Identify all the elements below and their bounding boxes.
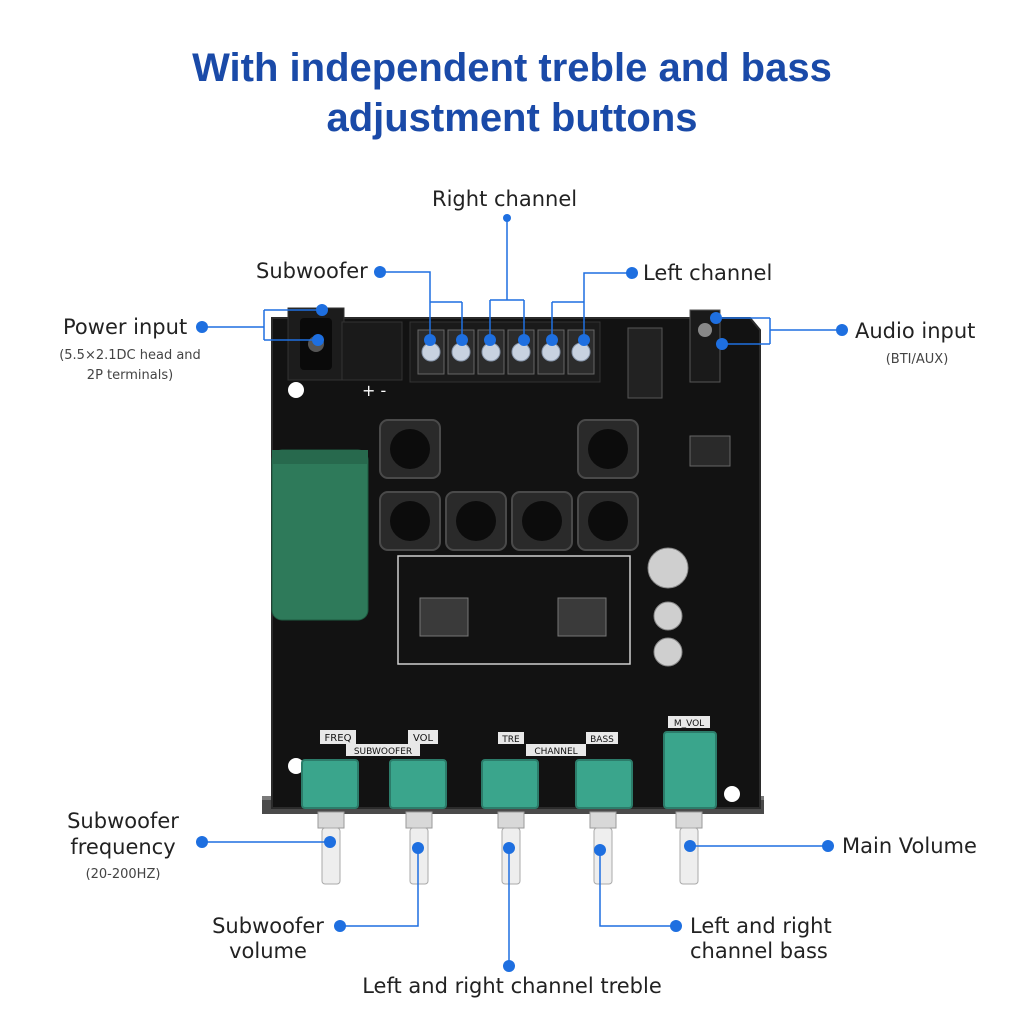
label-audio-input-note: (BTI/AUX) — [885, 352, 949, 367]
label-audio-input: Audio input — [855, 319, 976, 343]
label-power-input: Power input — [63, 315, 188, 339]
silk-vol: VOL — [413, 733, 434, 744]
callout-lines — [202, 218, 842, 966]
silk-subwoofer: SUBWOOFER — [354, 747, 412, 757]
label-main-volume: Main Volume — [842, 834, 977, 858]
main-capacitor — [271, 449, 369, 621]
label-lr-bass-2: channel bass — [690, 939, 828, 963]
label-subwoofer-frequency-2: frequency — [70, 835, 176, 859]
label-subwoofer-volume-1: Subwoofer — [212, 914, 324, 938]
callout-dots — [196, 214, 848, 972]
title-line-1: With independent treble and bass — [192, 46, 832, 90]
speaker-terminal-block — [409, 321, 601, 383]
label-lr-treble: Left and right channel treble — [362, 974, 662, 998]
silk-bass: BASS — [590, 735, 614, 745]
silk-m-vol: M_VOL — [674, 719, 704, 729]
silk-freq: FREQ — [325, 733, 352, 744]
power-terminal — [341, 321, 403, 381]
svg-text:+ -: + - — [362, 381, 386, 400]
label-left-channel: Left channel — [643, 261, 773, 285]
label-power-input-note-1: (5.5×2.1DC head and — [59, 348, 201, 363]
label-subwoofer-frequency-note: (20-200HZ) — [85, 867, 161, 882]
label-power-input-note-2: 2P terminals) — [86, 368, 174, 383]
label-subwoofer-volume-2: volume — [229, 939, 307, 963]
amp-chip-area — [397, 555, 631, 665]
label-right-channel: Right channel — [432, 187, 578, 211]
potentiometers — [301, 731, 717, 809]
title-line-2: adjustment buttons — [326, 96, 698, 140]
silk-tre: TRE — [501, 735, 520, 745]
knob-shafts — [317, 811, 703, 885]
silk-channel: CHANNEL — [534, 747, 577, 757]
label-lr-bass-1: Left and right — [690, 914, 832, 938]
label-subwoofer: Subwoofer — [256, 259, 368, 283]
label-subwoofer-frequency-1: Subwoofer — [67, 809, 179, 833]
